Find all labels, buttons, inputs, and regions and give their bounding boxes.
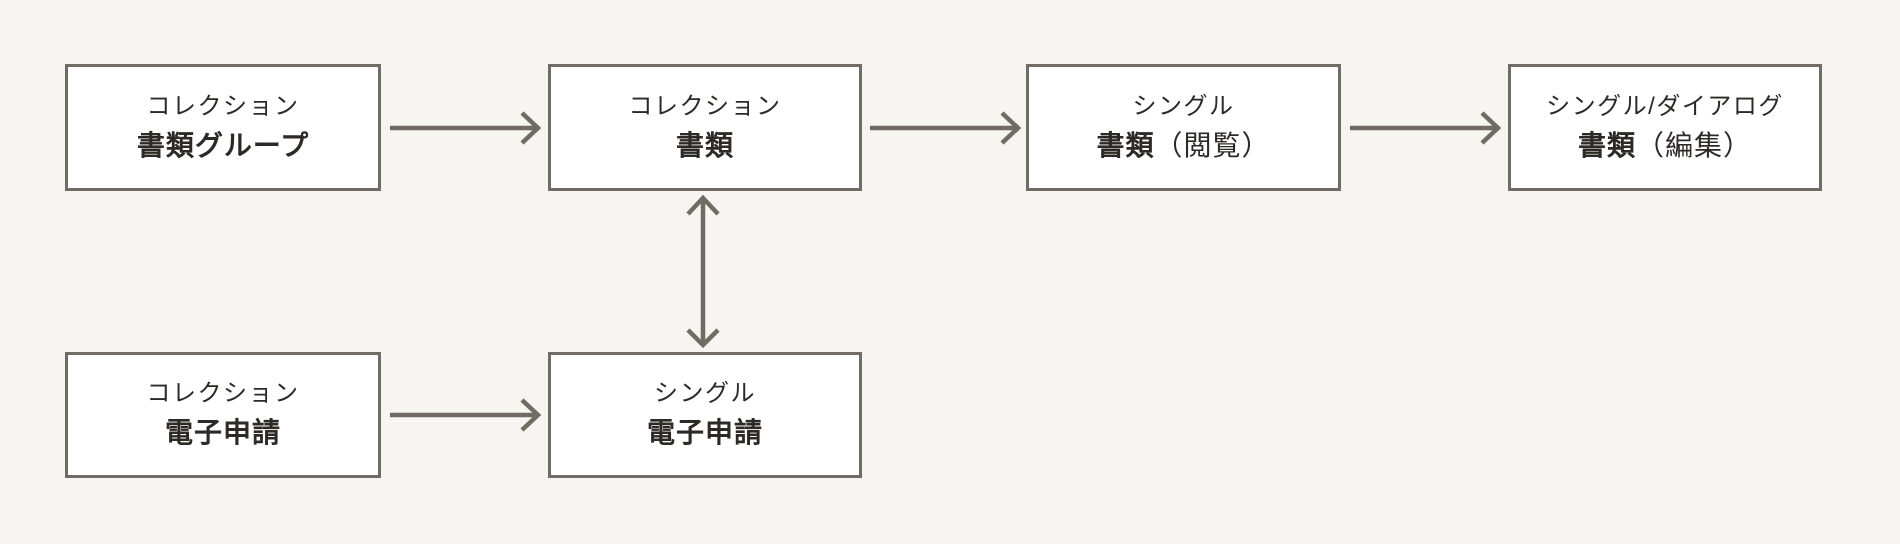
node-name-label: 書類グループ (137, 129, 309, 163)
node-name-label: 書類（閲覧） (1096, 129, 1270, 163)
node-eapplication-collection: コレクション 電子申請 (65, 352, 381, 478)
node-type-label: シングル/ダイアログ (1546, 92, 1784, 120)
node-type-label: コレクション (628, 92, 782, 120)
arrow-eapplication-collection-to-single (390, 398, 542, 432)
arrow-document-to-document-view (870, 111, 1022, 145)
node-name-label: 書類 (676, 129, 734, 163)
node-name-bold: 電子申請 (164, 417, 281, 449)
arrow-document-group-to-document (390, 111, 542, 145)
node-name-label: 書類（編集） (1578, 129, 1752, 163)
node-name-bold: 書類グループ (136, 129, 310, 161)
node-document-collection: コレクション 書類 (548, 64, 862, 191)
node-document-group-collection: コレクション 書類グループ (65, 64, 381, 191)
node-type-label: シングル (654, 380, 756, 408)
node-name-bold: 書類 (675, 129, 734, 161)
node-type-label: コレクション (146, 92, 300, 120)
node-name-suffix: （編集） (1636, 129, 1753, 161)
node-name-label: 電子申請 (165, 416, 281, 450)
arrow-document-view-to-document-edit (1350, 111, 1502, 145)
node-name-bold: 書類 (1096, 129, 1155, 161)
arrow-document-eapplication-bidirectional (686, 194, 720, 349)
node-eapplication-single: シングル 電子申請 (548, 352, 862, 478)
node-document-edit-single-dialog: シングル/ダイアログ 書類（編集） (1508, 64, 1822, 191)
node-name-bold: 書類 (1577, 129, 1636, 161)
node-type-label: コレクション (146, 380, 300, 408)
node-document-view-single: シングル 書類（閲覧） (1026, 64, 1341, 191)
node-type-label: シングル (1132, 92, 1235, 120)
node-name-label: 電子申請 (647, 416, 763, 450)
node-name-suffix: （閲覧） (1154, 129, 1271, 161)
node-name-bold: 電子申請 (646, 417, 763, 449)
